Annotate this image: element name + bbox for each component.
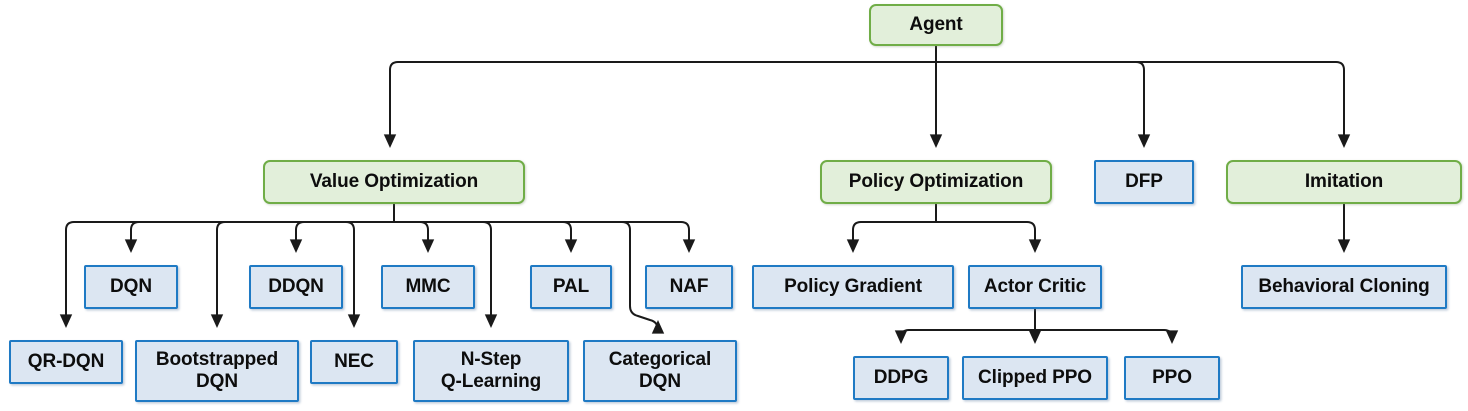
- edge-value-optimization-to-mmc: [394, 221, 435, 254]
- edge-policy-optimization-to-actor-critic: [936, 221, 1042, 254]
- edge-actor-critic-to-ppo: [1035, 329, 1179, 345]
- node-categorical_dqn[interactable]: Categorical DQN: [583, 340, 737, 402]
- node-dqn[interactable]: DQN: [84, 265, 178, 309]
- node-imitation[interactable]: Imitation: [1226, 160, 1462, 204]
- node-nec[interactable]: NEC: [310, 340, 398, 384]
- node-agent[interactable]: Agent: [869, 4, 1003, 46]
- edge-policy-optimization-to-policy-gradient: [846, 221, 936, 254]
- edge-agent-to-imitation: [936, 61, 1351, 149]
- node-value_optimization[interactable]: Value Optimization: [263, 160, 525, 204]
- node-naf[interactable]: NAF: [645, 265, 733, 309]
- node-actor_critic[interactable]: Actor Critic: [968, 265, 1102, 309]
- node-pal[interactable]: PAL: [530, 265, 612, 309]
- edge-value-optimization-to-naf: [394, 221, 696, 254]
- edge-agent-to-dfp: [936, 61, 1151, 149]
- node-policy_gradient[interactable]: Policy Gradient: [752, 265, 954, 309]
- edge-value-optimization-to-ddqn: [289, 221, 394, 254]
- node-policy_optimization[interactable]: Policy Optimization: [820, 160, 1052, 204]
- edge-value-optimization-to-dqn: [124, 221, 394, 254]
- node-behavioral_cloning[interactable]: Behavioral Cloning: [1241, 265, 1447, 309]
- edge-actor-critic-to-ddpg: [894, 329, 1035, 345]
- node-n_step_q_learning[interactable]: N-Step Q-Learning: [413, 340, 569, 402]
- edge-agent-to-value-optimization: [383, 61, 936, 149]
- node-ddpg[interactable]: DDPG: [853, 356, 949, 400]
- node-bootstrapped_dqn[interactable]: Bootstrapped DQN: [135, 340, 299, 402]
- node-clipped_ppo[interactable]: Clipped PPO: [962, 356, 1108, 400]
- edge-value-optimization-to-pal: [394, 221, 578, 254]
- node-mmc[interactable]: MMC: [381, 265, 475, 309]
- node-ddqn[interactable]: DDQN: [249, 265, 343, 309]
- node-dfp[interactable]: DFP: [1094, 160, 1194, 204]
- node-qr_dqn[interactable]: QR-DQN: [9, 340, 123, 384]
- node-ppo[interactable]: PPO: [1124, 356, 1220, 400]
